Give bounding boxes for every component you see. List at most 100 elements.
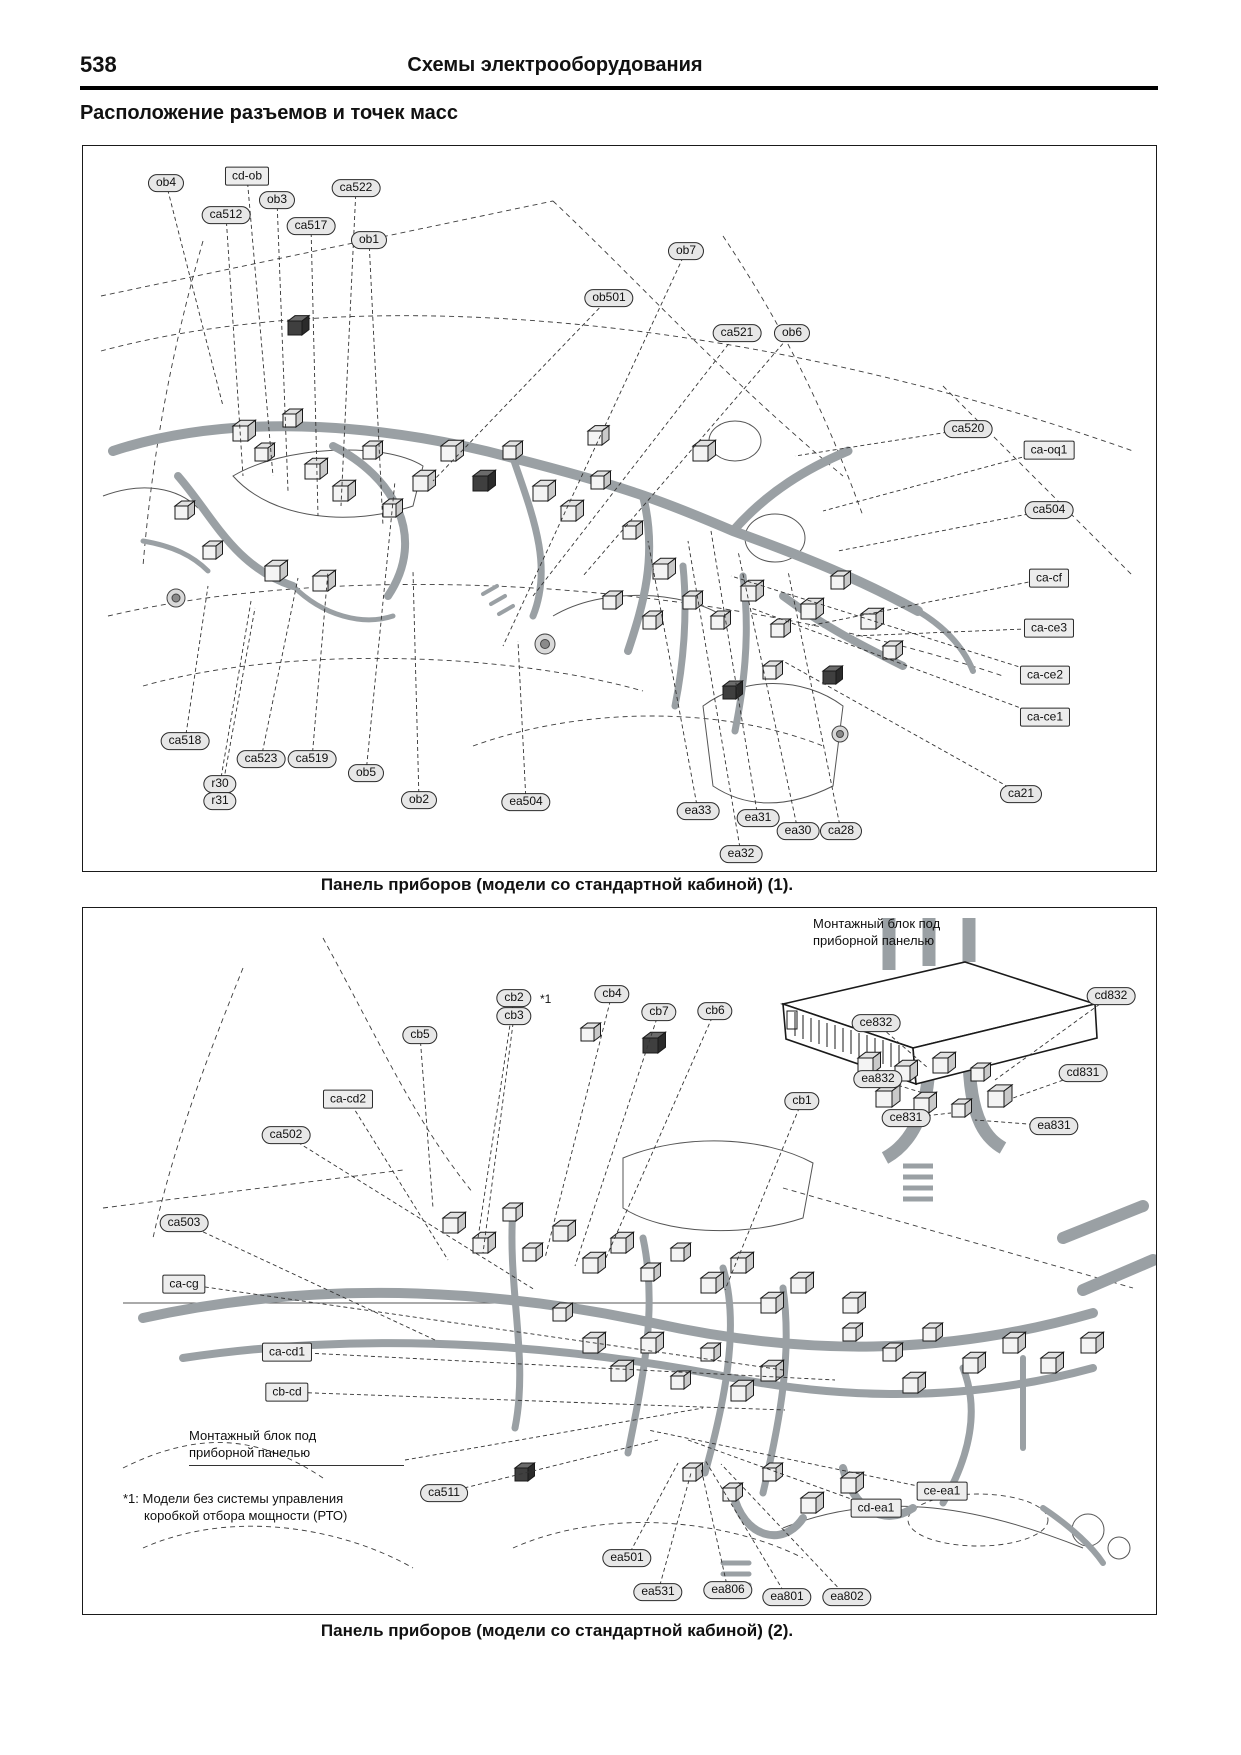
wiring-illustration-1 [100, 175, 1134, 855]
connector-cube [760, 1297, 777, 1314]
callout-ce832: ce832 [851, 1014, 901, 1032]
figure2-caption: Панель приборов (модели со стандартной к… [320, 1621, 794, 1640]
callout-ca518: ca518 [160, 732, 210, 750]
leader-line [286, 1351, 836, 1381]
connector-cube [560, 505, 577, 522]
callout-ea831: ea831 [1029, 1117, 1079, 1135]
connector-cube [762, 665, 777, 680]
connector-cube [932, 1057, 949, 1074]
connector-cube [1080, 1337, 1097, 1354]
connector-cubes [173, 314, 904, 701]
leader-line [875, 1022, 929, 1069]
connector-cube [951, 1103, 966, 1118]
callout-ea802: ea802 [822, 1588, 872, 1606]
page-number: 538 [80, 52, 117, 77]
callout-ca520: ca520 [943, 420, 993, 438]
leader-line [404, 1407, 704, 1461]
leader-line [502, 250, 687, 647]
connector-cube [264, 565, 281, 582]
connector-cube [332, 485, 349, 502]
leader-line [544, 993, 613, 1259]
connector-cube [692, 445, 709, 462]
connector-cube [442, 1217, 459, 1234]
connector-cube [830, 575, 845, 590]
callout-ca-ce2: ca-ce2 [1019, 665, 1071, 685]
callout-ca521: ca521 [712, 324, 762, 342]
connector-cube [472, 475, 489, 492]
connector-cube [842, 1327, 857, 1342]
leader-line [419, 1034, 434, 1209]
connector-cube [962, 1357, 979, 1374]
callout-cb4: cb4 [594, 985, 630, 1003]
leader-line [994, 995, 1112, 1081]
connector-cube [902, 1377, 919, 1394]
connector-cube [590, 475, 605, 490]
connector-cube [670, 1375, 685, 1390]
mounting-block-note-bottom: Монтажный блок под приборной панелью [189, 1428, 404, 1466]
connector-cube [652, 563, 669, 580]
callout-ca522: ca522 [331, 179, 381, 197]
callout-ob5: ob5 [347, 764, 385, 782]
leader-line [720, 1463, 848, 1598]
leader-line [184, 585, 209, 742]
callout-leader-lines [165, 175, 1050, 855]
leader-line [517, 640, 527, 803]
leader-line [311, 570, 329, 760]
connector-cube [532, 485, 549, 502]
callout-ca-cg: ca-cg [162, 1274, 206, 1294]
connector-cubes-2 [441, 1022, 1105, 1515]
leader-line [837, 509, 1050, 552]
callout-ca-ce1: ca-ce1 [1019, 707, 1071, 727]
connector-cube [304, 463, 321, 480]
leader-line [286, 1391, 786, 1411]
leader-line [794, 428, 969, 457]
callout-ob1: ob1 [350, 231, 388, 249]
connector-cube [552, 1225, 569, 1242]
leader-line [750, 607, 1046, 718]
callout-ea32: ea32 [719, 845, 763, 863]
callout-cb5: cb5 [402, 1026, 438, 1044]
callout-cb1: cb1 [784, 1092, 820, 1110]
leader-line [807, 577, 1050, 627]
leader-line [1012, 1072, 1084, 1099]
leader-line [647, 1429, 943, 1492]
leader-line [246, 175, 274, 477]
connector-cube [700, 1277, 717, 1294]
leader-line [687, 1439, 877, 1509]
callout-ca519: ca519 [287, 750, 337, 768]
leader-line [432, 297, 610, 482]
connector-cube [670, 1247, 685, 1262]
connector-cube [682, 595, 697, 610]
callout-cd832: cd832 [1086, 987, 1136, 1005]
callout-ce-ea1: ce-ea1 [916, 1481, 968, 1501]
callout-ea33: ea33 [676, 802, 720, 820]
callout-cb-cd: cb-cd [265, 1382, 309, 1402]
callout-ea832: ea832 [853, 1070, 903, 1088]
callout-ca512: ca512 [201, 206, 251, 224]
leader-line [787, 570, 842, 832]
callout-cb3: cb3 [496, 1007, 532, 1025]
leader-line [604, 1010, 716, 1261]
connector-cube [800, 1497, 817, 1514]
leader-line [260, 577, 299, 760]
leader-line [737, 550, 799, 832]
callout-cb7: cb7 [641, 1003, 677, 1021]
callout-ca-oq1: ca-oq1 [1023, 440, 1075, 460]
connector-cube [970, 1067, 985, 1082]
connector-cube [682, 1467, 697, 1482]
callout-ca21: ca21 [999, 785, 1043, 803]
leader-line [574, 1011, 660, 1267]
connector-cube [287, 320, 303, 336]
connector-cube [642, 1037, 659, 1054]
leader-line [412, 570, 420, 801]
callout-ca503: ca503 [159, 1214, 209, 1232]
leader-line [219, 607, 256, 802]
connector-cube [882, 645, 897, 660]
callout-leader-lines-2 [183, 993, 1112, 1598]
leader-line [852, 627, 1050, 637]
callout-ca-cd2: ca-cd2 [322, 1089, 374, 1109]
leader-line [165, 182, 224, 407]
ground-points [166, 588, 849, 743]
connector-cube [602, 595, 617, 610]
connector-cube [514, 1467, 529, 1482]
